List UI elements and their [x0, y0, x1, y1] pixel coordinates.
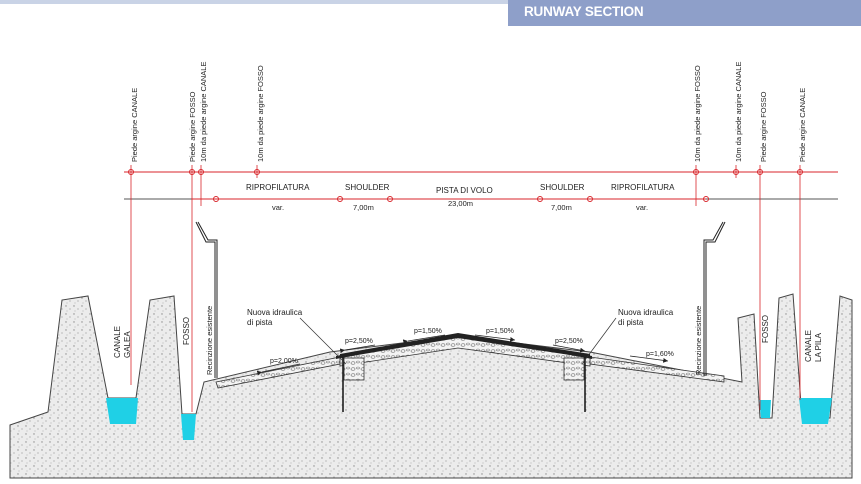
slope-arrow-right-outer [629, 355, 669, 363]
slope-arrow-left-shoulder [339, 344, 376, 354]
canale-galea-water [106, 398, 138, 424]
segment-pista-name: PISTA DI VOLO [436, 186, 493, 195]
label-piede-argine-canale-left: Piede argine CANALE [130, 88, 139, 162]
label-10m-fosso-left: 10m da piede argine FOSSO [256, 65, 265, 162]
slope-arrow-right-runway [474, 334, 516, 342]
label-idraulica-left-2: di pista [247, 318, 273, 327]
tick-markers [128, 169, 803, 202]
canale-pila-water [799, 398, 832, 424]
segment-riprofilatura-right-name: RIPROFILATURA [611, 183, 675, 192]
fence-left [195, 221, 216, 378]
label-fosso-right: FOSSO [761, 315, 770, 343]
label-recinzione-right: Recinzione esistente [694, 306, 703, 375]
label-idraulica-right-2: di pista [618, 318, 644, 327]
slope-arrow-right-shoulder [552, 344, 586, 353]
label-piede-argine-fosso-right: Piede argine FOSSO [759, 91, 768, 162]
slope-left-runway: p=1,50% [414, 328, 442, 335]
segment-riprofilatura-right-value: var. [636, 203, 648, 212]
runway-pavement [340, 333, 590, 358]
top-strip [0, 0, 508, 4]
segment-pista-value: 23,00m [448, 199, 473, 208]
section-header: RUNWAY SECTION [508, 0, 861, 26]
slope-right-outer: p=1,60% [646, 351, 674, 358]
segment-shoulder-right-value: 7,00m [551, 203, 572, 212]
slope-left-outer: p=2,00% [270, 358, 298, 365]
label-fosso-left: FOSSO [182, 317, 191, 345]
label-10m-fosso-right: 10m da piede argine FOSSO [693, 65, 702, 162]
fence-right [705, 221, 726, 376]
label-canale-galea-1: CANALE [113, 326, 122, 358]
segment-shoulder-left-name: SHOULDER [345, 183, 390, 192]
label-10m-canale-right: 10m da piede argine CANALE [734, 62, 743, 162]
drain-left-box [343, 357, 365, 381]
leader-idraulica-left [299, 317, 347, 365]
label-recinzione-left: Recinzione esistente [205, 306, 214, 375]
vertical-lines [130, 165, 801, 412]
slope-right-shoulder: p=2,50% [555, 338, 583, 345]
label-canale-pila-2: LA PILA [814, 332, 823, 362]
label-idraulica-right-1: Nuova idraulica [618, 308, 674, 317]
label-10m-canale-left: 10m da piede argine CANALE [199, 62, 208, 162]
shoulder-left-pavement [336, 350, 365, 359]
slope-left-shoulder: p=2,50% [345, 338, 373, 345]
label-canale-pila-1: CANALE [804, 330, 813, 362]
fence-left-inner [197, 221, 218, 378]
segment-riprofilatura-left-value: var. [272, 203, 284, 212]
slope-arrow-left-outer [256, 363, 301, 376]
fence-right-inner [703, 221, 724, 376]
segment-riprofilatura-left-name: RIPROFILATURA [246, 183, 310, 192]
segment-shoulder-left-value: 7,00m [353, 203, 374, 212]
drain-right-box [563, 357, 585, 381]
segment-shoulder-right-name: SHOULDER [540, 183, 585, 192]
label-piede-argine-fosso-left: Piede argine FOSSO [188, 91, 197, 162]
fosso-left-water [181, 414, 196, 440]
leader-idraulica-right [581, 317, 617, 365]
label-piede-argine-canale-right: Piede argine CANALE [798, 88, 807, 162]
fosso-right-water [759, 400, 771, 418]
label-idraulica-left-1: Nuova idraulica [247, 308, 303, 317]
label-canale-galea-2: GALEA [123, 331, 132, 358]
slope-right-runway: p=1,50% [486, 328, 514, 335]
slope-arrow-left-runway [402, 334, 446, 345]
shoulder-right-pavement [560, 350, 592, 359]
ground-body [9, 293, 853, 479]
page-title: RUNWAY SECTION [524, 4, 644, 19]
